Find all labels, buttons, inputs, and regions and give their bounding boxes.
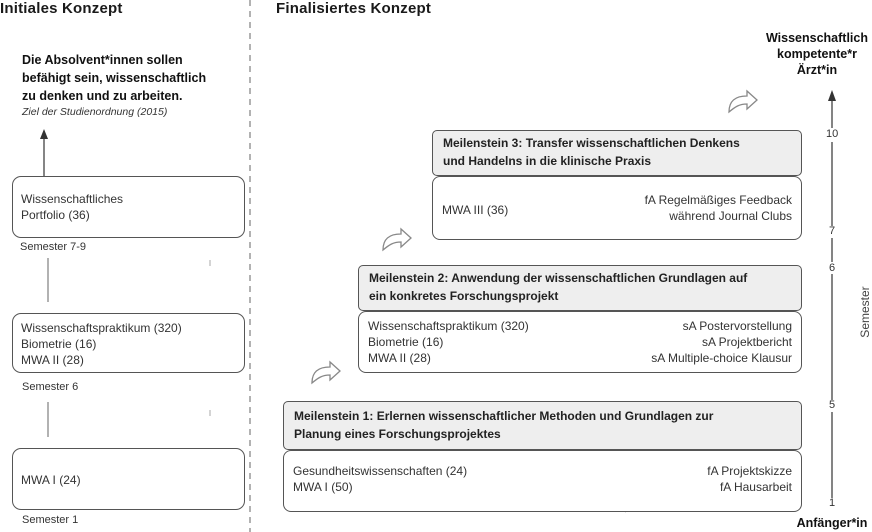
milestone-title: Meilenstein 1: Erlernen wissenschaftlich…	[283, 401, 802, 450]
milestone-body	[358, 311, 802, 373]
curved-arrow-icon	[311, 360, 341, 385]
milestone-title: Meilenstein 3: Transfer wissenschaftlich…	[432, 130, 802, 176]
milestone-assessments: fA Regelmäßiges Feedback während Journal…	[644, 193, 792, 223]
box-line: Biometrie (16)	[21, 337, 97, 351]
box-line: Portfolio (36)	[21, 208, 90, 222]
milestone-1: Gesundheitswissenschaften (24) MWA I (50…	[283, 401, 802, 512]
left-heading: Initiales Konzept	[0, 0, 123, 17]
axis-bottom-label: Anfänger*in	[796, 516, 868, 530]
milestone-title: Meilenstein 2: Anwendung der wissenschaf…	[358, 265, 802, 311]
milestone-modules: Gesundheitswissenschaften (24) MWA I (50…	[293, 464, 468, 494]
semester-label: Semester 6	[22, 381, 79, 393]
axis-tick: 6	[829, 262, 836, 274]
goal-line: befähigt sein, wissenschaftlich	[22, 71, 207, 85]
milestone-modules: Wissenschaftspraktikum (320) Biometrie (…	[368, 319, 529, 365]
axis-top-label: Wissenschaftlich kompetente*r Ärzt*in	[765, 31, 868, 77]
mwa1-box: MWA I (24)	[12, 448, 245, 510]
milestone-assessments: fA Projektskizze fA Hausarbeit	[707, 464, 792, 494]
goal-line: zu denken und zu arbeiten.	[22, 89, 183, 103]
right-heading: Finalisiertes Konzept	[276, 0, 432, 17]
semester-axis-label: Semester	[858, 286, 872, 338]
left-arrows	[40, 129, 211, 437]
axis-tick: 7	[829, 225, 836, 237]
goal-line: Die Absolvent*innen sollen	[22, 53, 183, 67]
axis-arrow-head	[828, 90, 836, 101]
box-line: MWA I (24)	[21, 473, 81, 487]
milestone-body	[432, 176, 802, 240]
box-line: Wissenschaftliches	[21, 192, 124, 206]
milestone-body	[283, 450, 802, 512]
milestone-modules: MWA III (36)	[442, 203, 509, 217]
praktikum-box: Wissenschaftspraktikum (320) Biometrie (…	[12, 313, 245, 373]
study-goal: Die Absolvent*innen sollen befähigt sein…	[22, 51, 206, 105]
semester-label: Semester 1	[22, 514, 79, 526]
goal-arrow-head	[40, 129, 48, 139]
axis-tick: 10	[826, 128, 839, 140]
axis-tick: 1	[829, 497, 836, 509]
box-line: Wissenschaftspraktikum (320)	[21, 321, 182, 335]
axis-tick: 5	[829, 399, 836, 411]
curved-arrow-icon	[382, 227, 412, 252]
box-line: MWA II (28)	[21, 353, 84, 367]
milestone-assessments: sA Postervorstellung sA Projektbericht s…	[651, 319, 792, 365]
goal-source: Ziel der Studienordnung (2015)	[22, 106, 168, 118]
milestone-3: MWA III (36) fA Regelmäßiges Feedback wä…	[432, 130, 802, 240]
curved-arrow-icon	[728, 89, 758, 114]
portfolio-box: Wissenschaftliches Portfolio (36)	[12, 176, 245, 238]
milestone-2: Wissenschaftspraktikum (320) Biometrie (…	[358, 265, 802, 373]
semester-label: Semester 7-9	[20, 241, 87, 253]
